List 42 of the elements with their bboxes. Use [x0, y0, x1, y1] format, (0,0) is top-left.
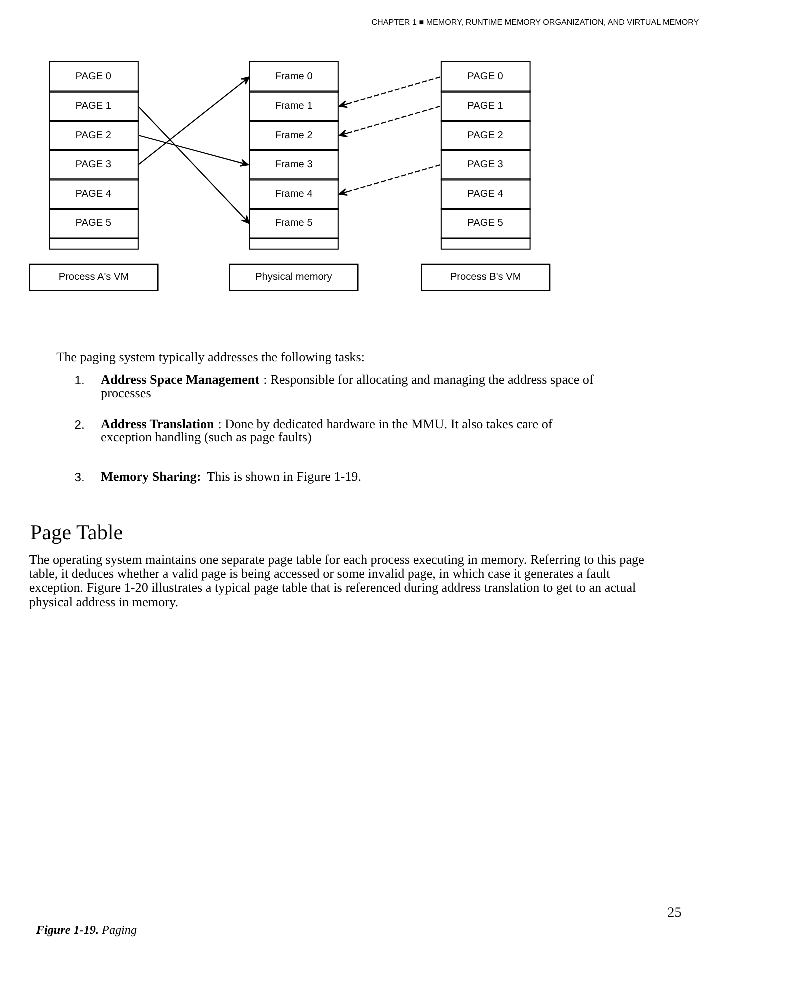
node-box	[248, 237, 338, 250]
node-box: PAGE 2	[48, 120, 138, 151]
node-box: Frame 3	[248, 148, 338, 180]
node-box: Frame 0	[248, 61, 338, 92]
node-box: PAGE 5	[440, 207, 530, 239]
node-box: PAGE 3	[440, 148, 530, 180]
node-box: PAGE 1	[440, 90, 530, 122]
node-box	[48, 237, 138, 250]
node-box: Physical memory	[228, 263, 358, 291]
node-box: Frame 5	[248, 207, 338, 239]
node-box: PAGE 0	[440, 61, 530, 92]
arrow	[338, 164, 440, 196]
node-box: PAGE 3	[48, 148, 138, 180]
arrow	[338, 105, 440, 137]
label: 3.	[74, 470, 84, 484]
node-box: Frame 4	[248, 178, 338, 210]
node-box: PAGE 1	[48, 90, 138, 122]
label: 2.	[74, 417, 84, 432]
arrow	[138, 76, 250, 165]
label: The operating system maintains one separate page table for each process executing in memory. Referring to this page table, it deduces whether a valid page is being accessed or some invalid page, in which case it generates a fault exception. Figure 1-20 illustrates a typical page table that is referenced during address translation to get to an actual physical address in memory.	[28, 551, 644, 609]
caption: Figure 1-19. Paging	[36, 922, 137, 936]
arrow	[338, 76, 440, 108]
arrow	[138, 106, 250, 224]
label: CHAPTER 1 ■ MEMORY, RUNTIME MEMORY ORGANIZATION, AND VIRTUAL MEMORY	[371, 18, 699, 27]
node-box: Process B's VM	[420, 263, 550, 291]
node-box	[440, 237, 530, 250]
node-box: Frame 1	[248, 90, 338, 122]
label: The paging system typically addresses the following tasks:	[56, 348, 365, 364]
label: Memory Sharing: This is shown in Figure 1-19.	[100, 468, 362, 484]
label: 25	[667, 904, 682, 921]
node-box: Frame 2	[248, 120, 338, 151]
label: Address Space Management: Responsible for allocating and managing the address space of processes	[100, 372, 594, 400]
node-box: PAGE 2	[440, 120, 530, 151]
label: Page Table	[30, 520, 123, 544]
node-box: PAGE 4	[440, 178, 530, 210]
label: 1.	[74, 372, 84, 387]
label: Address Translation: Done by dedicated hardware in the MMU. It also takes care of exception handling (such as page faults)	[100, 416, 552, 444]
node-box: PAGE 0	[48, 61, 138, 92]
node-box: PAGE 5	[48, 207, 138, 239]
node-box: Process A's VM	[28, 263, 158, 291]
arrow	[138, 134, 249, 166]
node-box: PAGE 4	[48, 178, 138, 210]
